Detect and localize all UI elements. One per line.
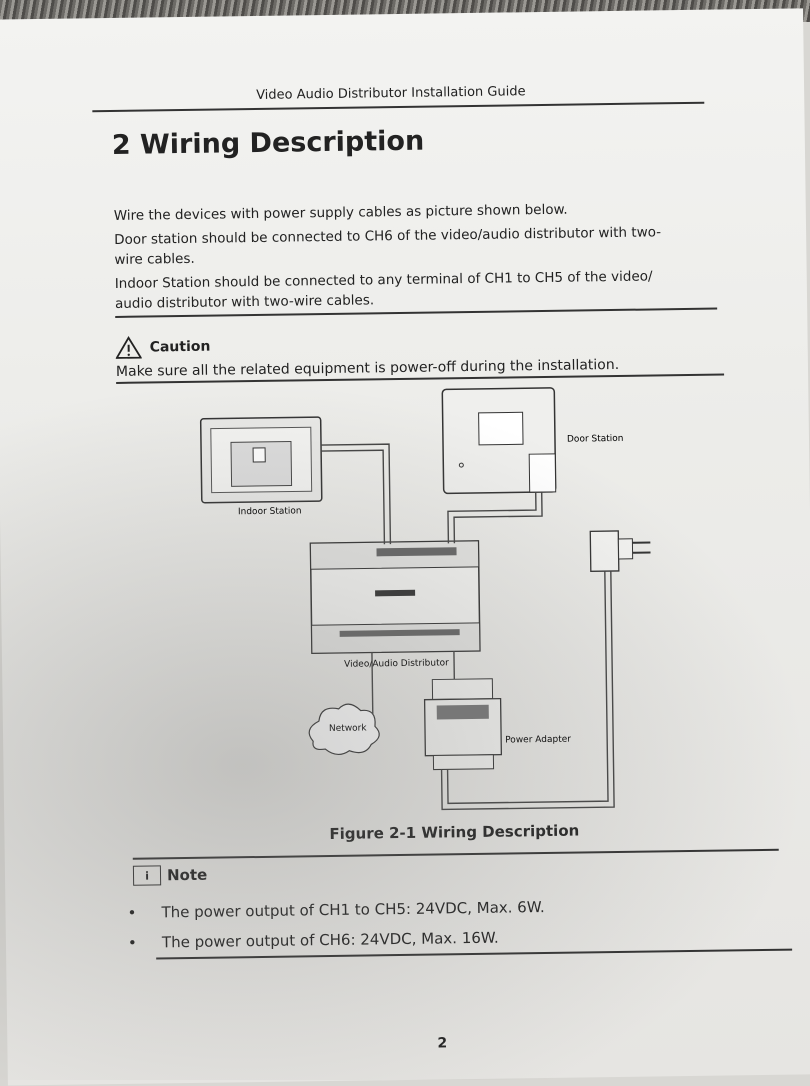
- header-rule: [92, 102, 704, 112]
- section-heading: 2 Wiring Description: [112, 126, 425, 161]
- door-station-device: [442, 388, 555, 494]
- warning-triangle-icon: [115, 336, 141, 360]
- figure-rule: [133, 849, 779, 860]
- manual-page: Video Audio Distributor Installation Gui…: [0, 8, 810, 1085]
- note-label: Note: [167, 866, 207, 885]
- note-info-icon: i: [133, 865, 161, 885]
- intro-line-3b: audio distributor with two-wire cables.: [115, 290, 374, 314]
- intro-line-1: Wire the devices with power supply cable…: [114, 200, 568, 226]
- label-indoor-station: Indoor Station: [238, 506, 302, 517]
- intro-line-3a: Indoor Station should be connected to an…: [115, 266, 653, 294]
- wiring-diagram: Indoor Station Door Station Video/Audio …: [188, 381, 654, 827]
- label-door-station: Door Station: [567, 434, 624, 445]
- wall-plug: [590, 531, 651, 572]
- label-distributor: Video/Audio Distributor: [344, 658, 449, 669]
- caution-label: Caution: [150, 339, 211, 356]
- indoor-station-device: [201, 417, 322, 503]
- label-power-adapter: Power Adapter: [505, 735, 571, 746]
- page-number: 2: [437, 1035, 447, 1051]
- caution-heading: Caution: [115, 335, 210, 360]
- note-heading: i Note: [133, 865, 207, 886]
- label-network: Network: [329, 723, 368, 734]
- distributor-device: [310, 541, 480, 653]
- figure-caption: Figure 2-1 Wiring Description: [329, 822, 579, 843]
- intro-line-2b: wire cables.: [114, 249, 195, 270]
- running-header: Video Audio Distributor Installation Gui…: [256, 84, 526, 103]
- note-list: The power output of CH1 to CH5: 24VDC, M…: [127, 892, 545, 958]
- power-adapter-module: [424, 679, 501, 770]
- intro-line-2a: Door station should be connected to CH6 …: [114, 222, 661, 250]
